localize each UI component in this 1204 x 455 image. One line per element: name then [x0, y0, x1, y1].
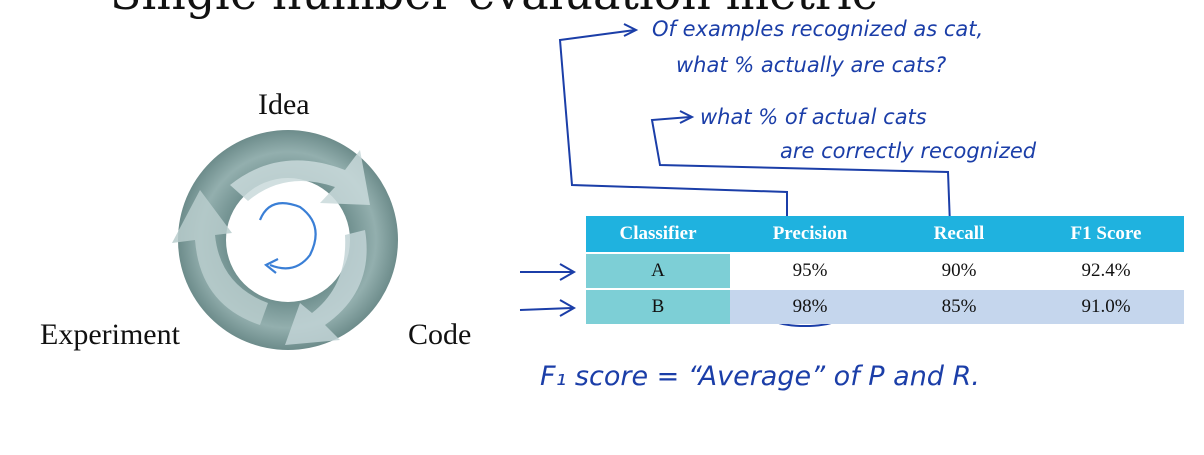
- header-f1-score: F1 Score: [1028, 216, 1184, 253]
- row-b-arrow: [519, 299, 577, 317]
- classifier-b-recall: 85%: [890, 288, 1028, 324]
- header-recall: Recall: [890, 216, 1028, 253]
- inner-loop-arrow: [258, 202, 317, 270]
- classifier-b-name: B: [586, 288, 730, 324]
- precision-note-line1: Of examples recognized as cat,: [652, 17, 983, 41]
- inner-loop-arrowhead: [263, 258, 279, 274]
- table-row: A 95% 90% 92.4%: [586, 252, 1184, 289]
- precision-connector-arrowhead: [623, 23, 639, 37]
- classifier-b-precision: 98%: [730, 288, 890, 324]
- header-precision: Precision: [730, 216, 890, 253]
- idea-label: Idea: [258, 88, 310, 121]
- classifier-a-name: A: [586, 252, 730, 289]
- recall-note-line2: are correctly recognized: [780, 139, 1037, 163]
- row-a-arrow: [520, 263, 577, 281]
- table-header-row: Classifier Precision Recall F1 Score: [586, 216, 1184, 253]
- code-label: Code: [408, 318, 472, 351]
- recall-note-line1: what % of actual cats: [700, 105, 927, 129]
- classifier-metrics-table: Classifier Precision Recall F1 Score A 9…: [586, 216, 1184, 324]
- classifier-b-f1: 91.0%: [1028, 288, 1184, 324]
- header-classifier: Classifier: [586, 216, 730, 253]
- recall-connector: [650, 116, 951, 226]
- precision-note-line2: what % actually are cats?: [676, 53, 946, 77]
- cycle-arrow-left: [172, 190, 268, 325]
- slide-title-fragment: Single number evaluation metric: [110, 0, 877, 20]
- cycle-arrow-right: [285, 230, 367, 345]
- table-row: B 98% 85% 91.0%: [586, 288, 1184, 324]
- f1-average-note: F₁ score = “Average” of P and R.: [540, 361, 980, 392]
- classifier-a-recall: 90%: [890, 252, 1028, 289]
- recall-connector-arrowhead: [679, 110, 695, 124]
- experiment-label: Experiment: [40, 318, 180, 351]
- precision-connector: [558, 29, 788, 225]
- cycle-arrow-top: [230, 150, 370, 205]
- cycle-ring-hole: [226, 178, 350, 302]
- classifier-a-precision: 95%: [730, 252, 890, 289]
- cycle-diagram: [172, 130, 398, 350]
- classifier-a-f1: 92.4%: [1028, 252, 1184, 289]
